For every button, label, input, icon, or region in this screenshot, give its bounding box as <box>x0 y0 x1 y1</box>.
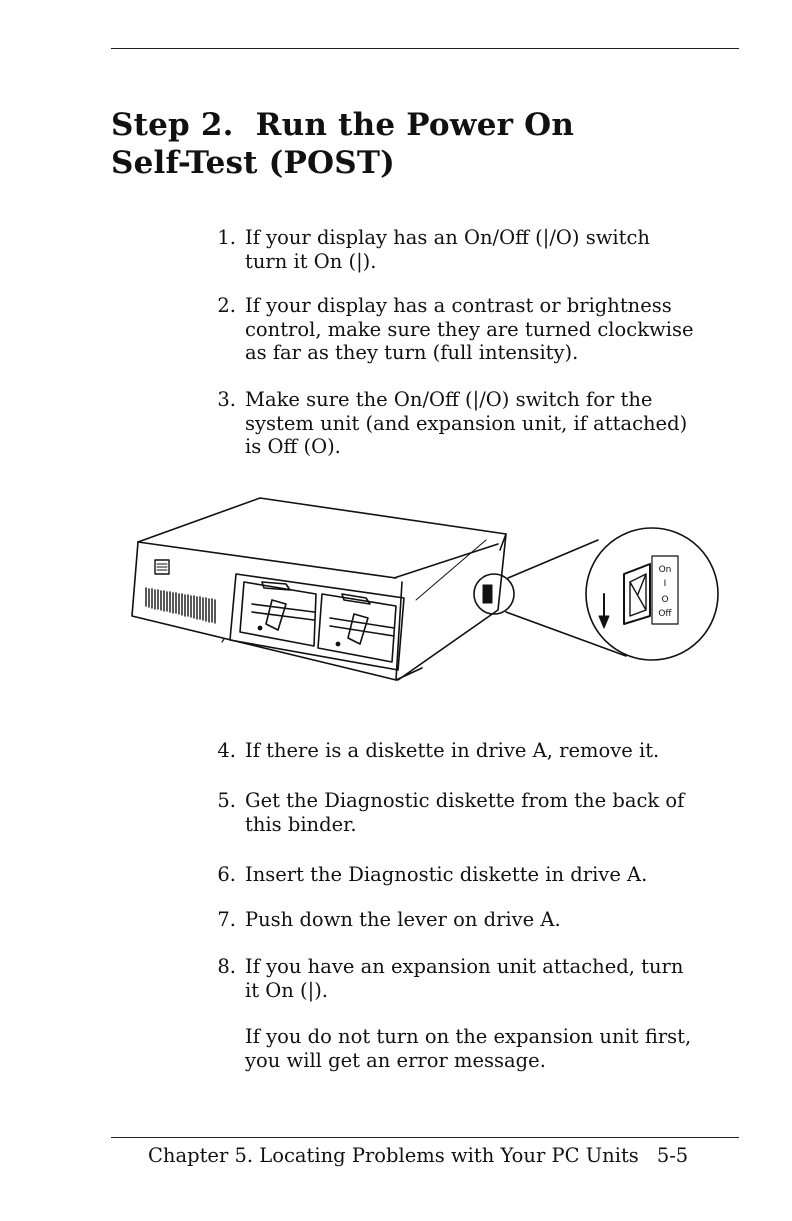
footer-page-number: 5-5 <box>656 1144 689 1167</box>
step-line: If your display has a contrast or bright… <box>245 294 672 317</box>
step-line: system unit (and expansion unit, if atta… <box>245 411 688 435</box>
step-number: 3. <box>217 388 236 411</box>
page-title-line-2: Self-Test (POST) <box>111 145 395 181</box>
step-line: If there is a diskette in drive A, remov… <box>245 739 660 762</box>
step-text: Get the Diagnostic diskette from the bac… <box>245 789 745 836</box>
drive-a-indicator <box>257 625 263 631</box>
step-line: If your display has an On/Off (|/O) swit… <box>245 226 650 249</box>
step-number: 1. <box>217 226 236 249</box>
switch-on-label: On <box>659 565 672 575</box>
step-number: 4. <box>217 739 236 762</box>
step-line: Make sure the On/Off (|/O) switch for th… <box>245 388 653 411</box>
page-title: Step 2. Run the Power On Self-Test (POST… <box>111 106 731 182</box>
ibm-logo-badge <box>154 559 170 575</box>
unit-top-edge <box>137 497 507 551</box>
step-line: this binder. <box>245 812 357 836</box>
front-vent-slots <box>145 587 216 624</box>
switch-rocker <box>629 573 647 611</box>
step-text: Push down the lever on drive A. <box>245 908 745 932</box>
step-line: Push down the lever on drive A. <box>245 908 561 931</box>
step-number: 6. <box>217 863 236 886</box>
zoom-line-upper <box>507 539 599 579</box>
step-text: If there is a diskette in drive A, remov… <box>245 739 745 763</box>
step-number: 8. <box>217 955 236 978</box>
step-line: as far as they turn (full intensity). <box>245 341 579 364</box>
switch-off-label: Off <box>658 609 672 619</box>
drive-a-diskette <box>265 599 287 631</box>
top-rule <box>111 48 739 49</box>
step-text: Insert the Diagnostic diskette in drive … <box>245 863 745 887</box>
unit-right-side <box>397 533 507 681</box>
switch-label-plate <box>651 555 679 625</box>
drive-b-lever <box>341 593 371 605</box>
drive-b <box>317 593 397 663</box>
drive-b-indicator <box>335 641 341 647</box>
page-footer: Chapter 5. Locating Problems with Your P… <box>148 1144 748 1168</box>
step-number: 5. <box>217 789 236 812</box>
note-paragraph: If you do not turn on the expansion unit… <box>245 1025 745 1072</box>
system-unit-illustration: On I O Off <box>131 497 719 681</box>
step-line: If you have an expansion unit attached, … <box>245 955 684 978</box>
unit-top-front-edge <box>137 541 397 579</box>
step-line: Insert the Diagnostic diskette in drive … <box>245 863 648 886</box>
unit-top-right-edge <box>393 543 499 579</box>
footer-chapter: Chapter 5. Locating Problems with Your P… <box>148 1144 639 1167</box>
step-text: If your display has a contrast or bright… <box>245 294 745 365</box>
unit-front-face <box>131 541 403 681</box>
switch-zero-symbol: O <box>661 595 668 605</box>
note-line: If you do not turn on the expansion unit… <box>245 1025 692 1048</box>
drive-b-diskette <box>347 613 369 645</box>
step-text: If your display has an On/Off (|/O) swit… <box>245 226 745 273</box>
step-text: Make sure the On/Off (|/O) switch for th… <box>245 388 745 459</box>
step-line: control, make sure they are turned clock… <box>245 317 694 341</box>
note-line: you will get an error message. <box>245 1048 546 1072</box>
drive-bay-frame <box>229 573 405 671</box>
magnified-power-switch: On I O Off <box>585 527 719 661</box>
step-line: turn it On (|). <box>245 249 377 273</box>
unit-power-switch <box>473 573 515 615</box>
bottom-rule <box>111 1137 739 1138</box>
step-number: 2. <box>217 294 236 317</box>
step-line: is Off (O). <box>245 435 341 458</box>
switch-one-symbol: I <box>664 579 667 589</box>
step-number: 7. <box>217 908 236 931</box>
drive-a-lever <box>261 581 291 591</box>
switch-housing <box>623 563 651 625</box>
step-line: it On (|). <box>245 978 328 1002</box>
drive-a <box>239 581 317 647</box>
zoom-line-lower <box>505 611 627 657</box>
unit-side-crease <box>415 539 487 601</box>
front-mark <box>221 638 225 643</box>
step-text: If you have an expansion unit attached, … <box>245 955 745 1002</box>
page-title-line-1: Step 2. Run the Power On <box>111 107 575 143</box>
step-line: Get the Diagnostic diskette from the bac… <box>245 789 685 812</box>
